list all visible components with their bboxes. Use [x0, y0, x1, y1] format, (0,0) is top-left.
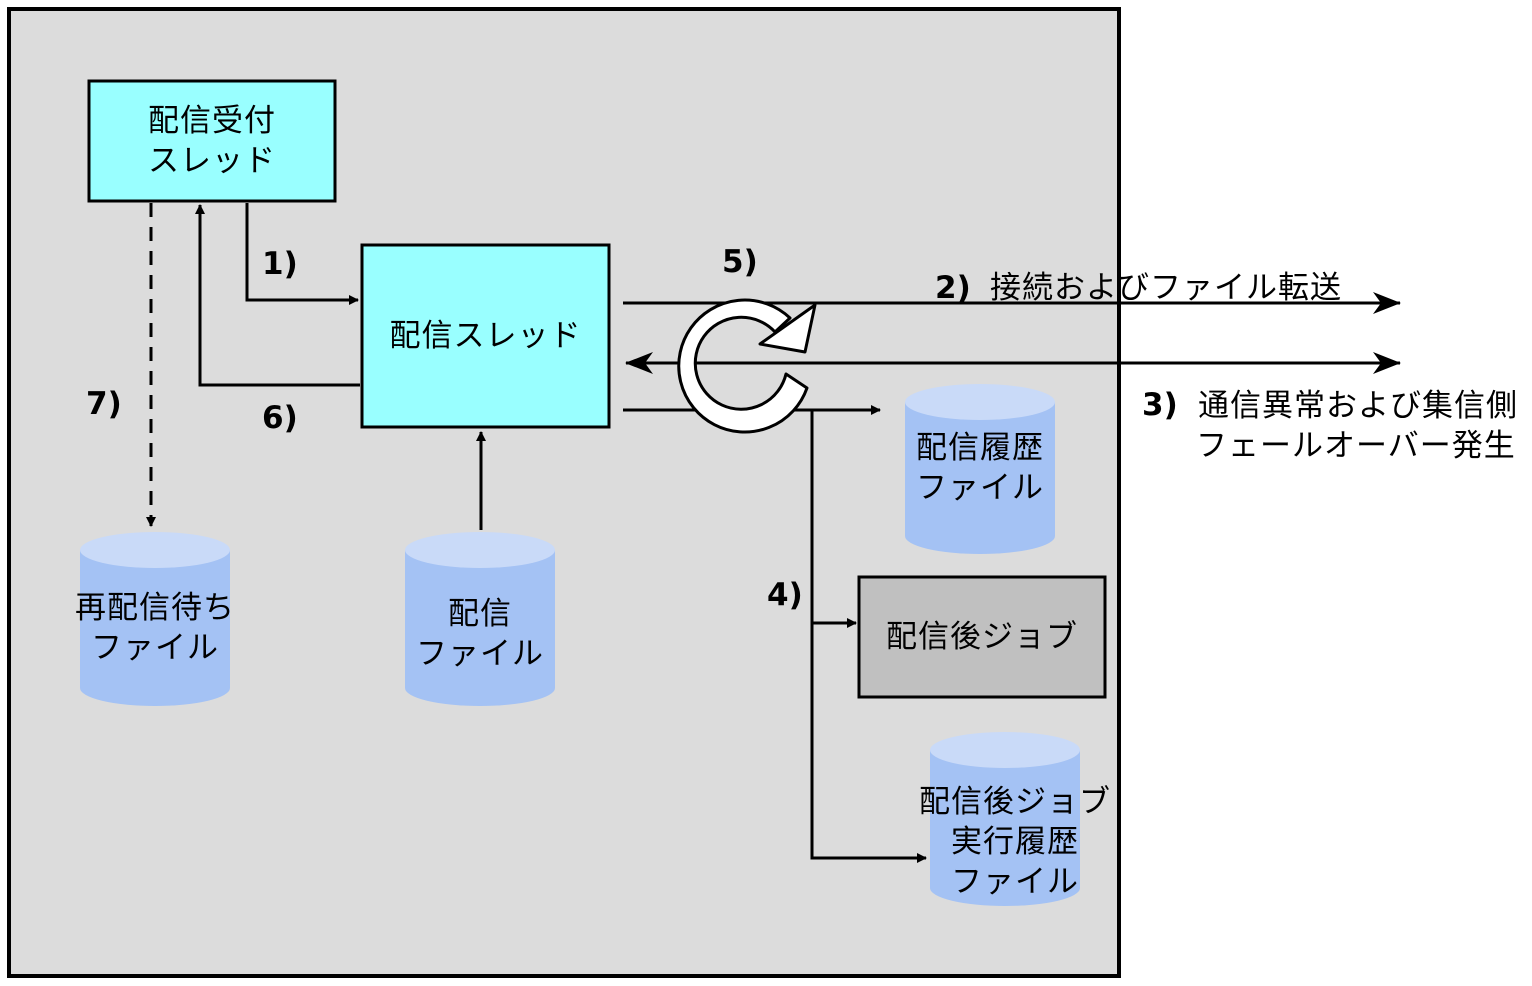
post-job-history-file-line1: 配信後ジョブ [919, 784, 1111, 820]
delivery-history-file-line2: ファイル [916, 470, 1044, 506]
delivery-file-cylinder [405, 532, 555, 706]
redelivery-wait-file-label: 再配信待ち ファイル [60, 588, 250, 668]
delivery-history-file-label: 配信履歴 ファイル [895, 428, 1065, 508]
delivery-history-file-cylinder [905, 384, 1055, 554]
post-job-history-file-line2: 実行履歴 [951, 824, 1079, 860]
redelivery-wait-file-line1: 再配信待ち [75, 590, 235, 626]
delivery-file-line2: ファイル [416, 636, 544, 672]
step-5-label: 5) [722, 244, 758, 280]
step-7-label: 7) [86, 386, 122, 422]
delivery-thread-box [360, 243, 611, 429]
redelivery-wait-file-cylinder [80, 532, 230, 706]
circular-retry-arrow-icon [677, 298, 817, 434]
post-job-history-file-line3: ファイル [951, 864, 1079, 900]
error-failover-line2: フェールオーバー発生 [1196, 428, 1516, 464]
arrow-step-1 [245, 203, 359, 305]
post-delivery-job-box [857, 575, 1107, 699]
post-job-history-file-cylinder [930, 732, 1080, 906]
reception-thread-label: 配信受付 スレッド [89, 101, 335, 181]
reception-thread-line2: スレッド [148, 143, 276, 179]
post-delivery-job-label: 配信後ジョブ [886, 619, 1078, 655]
reception-thread-box [87, 79, 337, 203]
delivery-thread-label: 配信スレッド [389, 318, 582, 354]
delivery-history-file-line1: 配信履歴 [916, 430, 1044, 466]
step-3-label: 3) [1142, 387, 1178, 423]
delivery-file-line1: 配信 [448, 596, 512, 632]
step-2-label: 2) [935, 270, 971, 306]
step-1-label: 1) [262, 246, 298, 282]
reception-thread-line1: 配信受付 [148, 103, 276, 139]
redelivery-wait-file-line2: ファイル [91, 630, 219, 666]
arrow-step-6 [195, 204, 360, 387]
connect-transfer-label: 接続およびファイル転送 [990, 270, 1342, 306]
delivery-file-label: 配信 ファイル [395, 594, 565, 674]
step-6-label: 6) [262, 400, 298, 436]
step-4-label: 4) [767, 577, 803, 613]
post-job-history-file-label: 配信後ジョブ 実行履歴 ファイル [905, 782, 1125, 902]
arrow-step-4-trunk [810, 410, 927, 863]
error-failover-line1: 通信異常および集信側 [1198, 388, 1518, 424]
